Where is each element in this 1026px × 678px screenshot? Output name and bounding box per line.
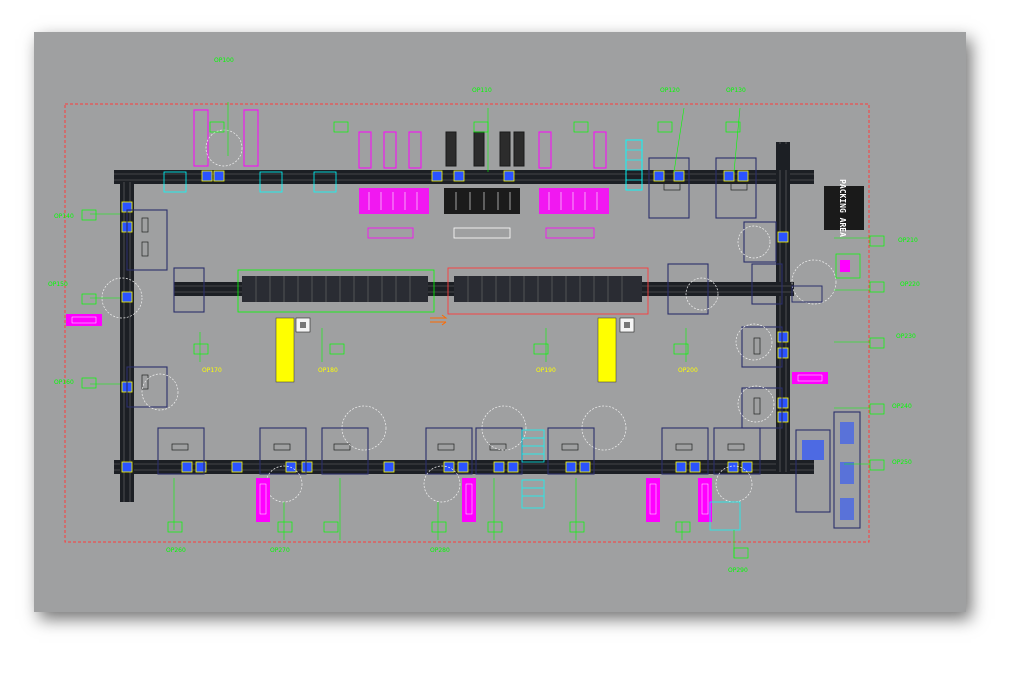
buffer-storage-left bbox=[359, 188, 429, 239]
right-conveyor bbox=[776, 142, 790, 472]
station-code: OP110 bbox=[472, 87, 492, 94]
station-code: OP250 bbox=[892, 459, 912, 466]
station-code: OP240 bbox=[892, 403, 912, 410]
middle-assembly-line-right bbox=[447, 267, 649, 315]
station-code: OP100 bbox=[214, 57, 234, 64]
cell-fixtures bbox=[141, 181, 761, 451]
layout-boundary bbox=[64, 103, 870, 543]
station-code: OP140 bbox=[54, 213, 74, 220]
left-conveyor bbox=[120, 182, 134, 502]
cad-drawing-sheet: PACKING AREA bbox=[34, 32, 966, 612]
station-code: OP120 bbox=[660, 87, 680, 94]
station-code: OP210 bbox=[898, 237, 918, 244]
station-code: OP180 bbox=[318, 367, 338, 374]
assembly-line-layout: PACKING AREA bbox=[48, 57, 920, 574]
buffer-storage-right bbox=[539, 188, 609, 239]
station-code: OP170 bbox=[202, 367, 222, 374]
right-side-equipment: PACKING AREA bbox=[709, 144, 864, 531]
cyan-crossings bbox=[521, 139, 643, 509]
station-code: OP280 bbox=[430, 547, 450, 554]
station-code: OP130 bbox=[726, 87, 746, 94]
magenta-carts bbox=[66, 314, 828, 522]
station-code-labels: OP100 OP110 OP120 OP130 OP140 OP150 OP16… bbox=[48, 57, 920, 574]
station-code: OP220 bbox=[900, 281, 920, 288]
work-cells bbox=[126, 157, 783, 475]
top-cyan-pallets bbox=[163, 139, 643, 193]
callout-leaders bbox=[90, 102, 870, 558]
station-code: OP160 bbox=[54, 379, 74, 386]
station-code: OP270 bbox=[270, 547, 290, 554]
station-fixtures bbox=[121, 170, 789, 473]
top-pallet-racks bbox=[193, 109, 607, 169]
station-code: OP190 bbox=[536, 367, 556, 374]
middle-assembly-line-left bbox=[237, 269, 435, 313]
green-tags bbox=[81, 121, 885, 559]
station-code: OP200 bbox=[678, 367, 698, 374]
station-code: OP290 bbox=[728, 567, 748, 574]
station-code: OP230 bbox=[896, 333, 916, 340]
flow-arrows bbox=[430, 314, 448, 326]
buffer-storage-center bbox=[444, 188, 520, 239]
yellow-cabinets bbox=[275, 317, 635, 383]
robot-work-envelopes bbox=[101, 129, 837, 503]
top-machines bbox=[445, 131, 525, 167]
station-code: OP150 bbox=[48, 281, 68, 288]
station-code: OP260 bbox=[166, 547, 186, 554]
packing-area-label: PACKING AREA bbox=[838, 179, 847, 237]
